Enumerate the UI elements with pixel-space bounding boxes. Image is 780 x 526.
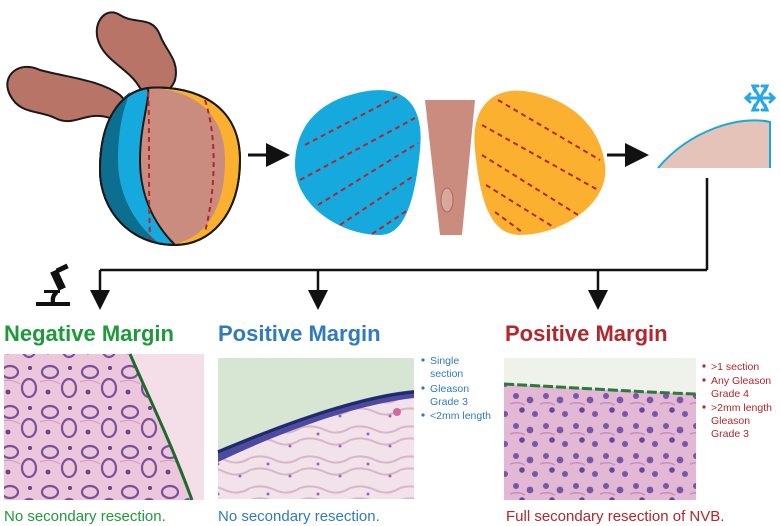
bullets-positive-blue: Single section Gleason Grade 3 <2mm leng… [421, 355, 491, 422]
histology-image-negative [4, 353, 204, 501]
frozen-tissue-slice [657, 119, 771, 169]
bullet-text: Grade 4 [711, 388, 749, 400]
histology-image-positive-red [503, 358, 697, 500]
panel-negative-title: Negative Margin [4, 321, 174, 346]
panel-positive-blue-title: Positive Margin [218, 321, 381, 346]
microscope-icon [36, 263, 70, 306]
bullet-text: Gleason [430, 383, 469, 395]
bullet-text: section [430, 368, 463, 380]
distribution-arrows [90, 178, 709, 310]
snowflake-icon [743, 84, 777, 112]
bullet-text: >2mm length [711, 402, 772, 414]
bullet-text: >1 section [711, 361, 759, 373]
bullet-text: Grade 3 [711, 428, 749, 440]
bullets-positive-red: >1 section Any Gleason Grade 4 >2mm leng… [702, 361, 772, 440]
caption-negative: No secondary resection. [4, 508, 166, 525]
prostate-specimen-illustration [6, 11, 242, 247]
bullet-text: Single [430, 355, 459, 367]
bullet-text: <2mm length [430, 410, 491, 422]
sectioned-prostate-illustration [295, 90, 606, 236]
panel-positive-red-title: Positive Margin [505, 321, 668, 346]
histology-image-positive-blue [217, 358, 415, 499]
bullet-text: Gleason [711, 415, 750, 427]
bullet-text: Grade 3 [430, 396, 468, 408]
bullet-text: Any Gleason [711, 375, 771, 387]
caption-positive-blue: No secondary resection. [218, 508, 380, 525]
caption-positive-red: Full secondary resection of NVB. [506, 508, 724, 525]
